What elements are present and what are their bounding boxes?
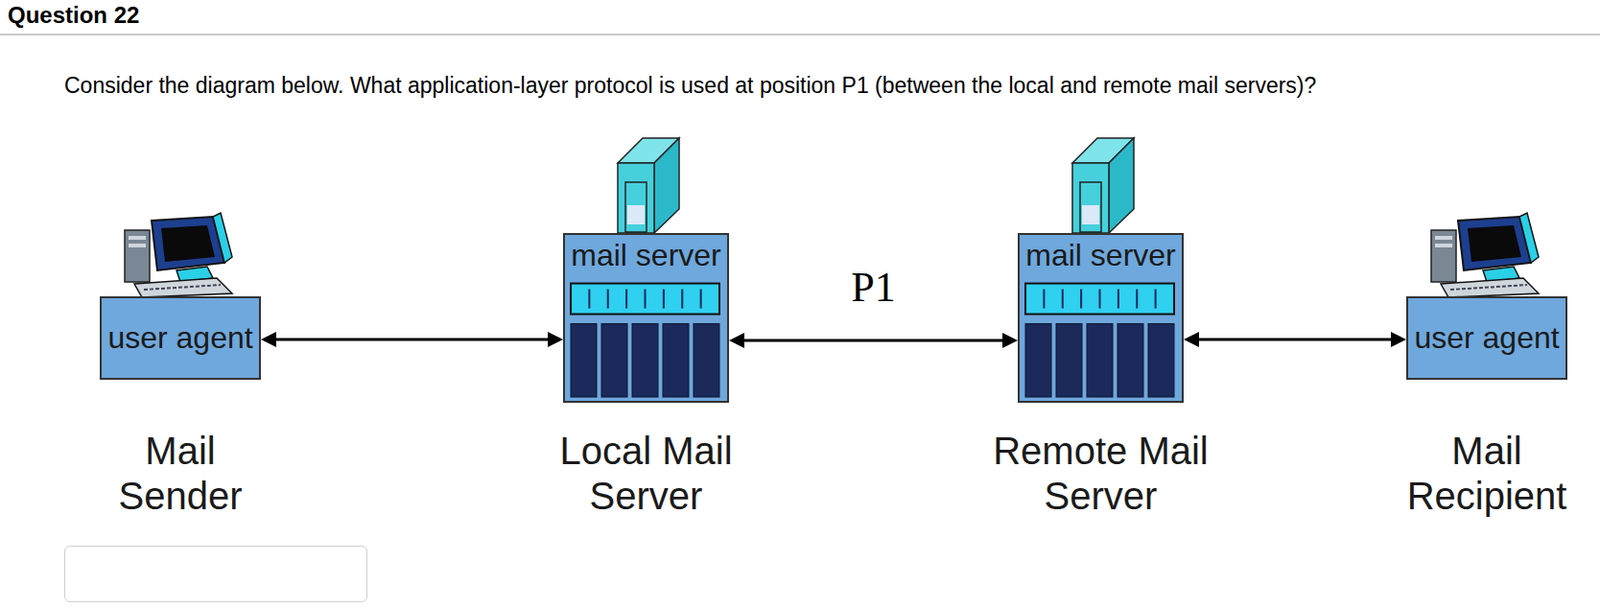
box-label: user agent <box>101 321 259 355</box>
arrowhead <box>1390 331 1407 348</box>
connector-arrow <box>1183 331 1407 348</box>
server-tower-icon <box>617 138 680 234</box>
box-label: mail server <box>564 238 728 273</box>
server-tower-icon <box>1072 138 1134 234</box>
arrowhead <box>260 331 277 348</box>
connector-line <box>272 338 552 342</box>
connector-arrow <box>260 331 564 348</box>
user-agent-box: user agentMail Recipient <box>1406 296 1568 380</box>
arrowhead <box>1183 331 1200 348</box>
connector-line <box>740 339 1007 343</box>
title-rule <box>0 33 1600 36</box>
node-caption: Mail Sender <box>118 428 243 519</box>
computer-icon <box>124 212 233 298</box>
connector-line <box>1195 338 1395 342</box>
answer-input <box>64 545 368 603</box>
computer-icon <box>1431 212 1539 298</box>
edge-label: P1 <box>847 262 899 312</box>
node-caption: Mail Recipient <box>1407 428 1568 519</box>
user-agent-box: user agentMail Sender <box>99 296 261 380</box>
mail-server-box: mail serverRemote Mail Server <box>1017 233 1184 403</box>
node-caption: Remote Mail Server <box>976 428 1226 519</box>
arrowhead <box>547 331 564 348</box>
box-label: mail server <box>1019 238 1182 273</box>
box-label: user agent <box>1408 321 1566 355</box>
mail-server-box: mail serverLocal Mail Server <box>563 233 730 403</box>
arrowhead <box>729 332 745 349</box>
connector-arrow <box>729 332 1018 349</box>
question-text: Consider the diagram below. What applica… <box>64 72 1317 99</box>
node-caption: Local Mail Server <box>531 428 762 519</box>
question-title: Question 22 <box>7 1 140 29</box>
arrowhead <box>1002 332 1018 349</box>
